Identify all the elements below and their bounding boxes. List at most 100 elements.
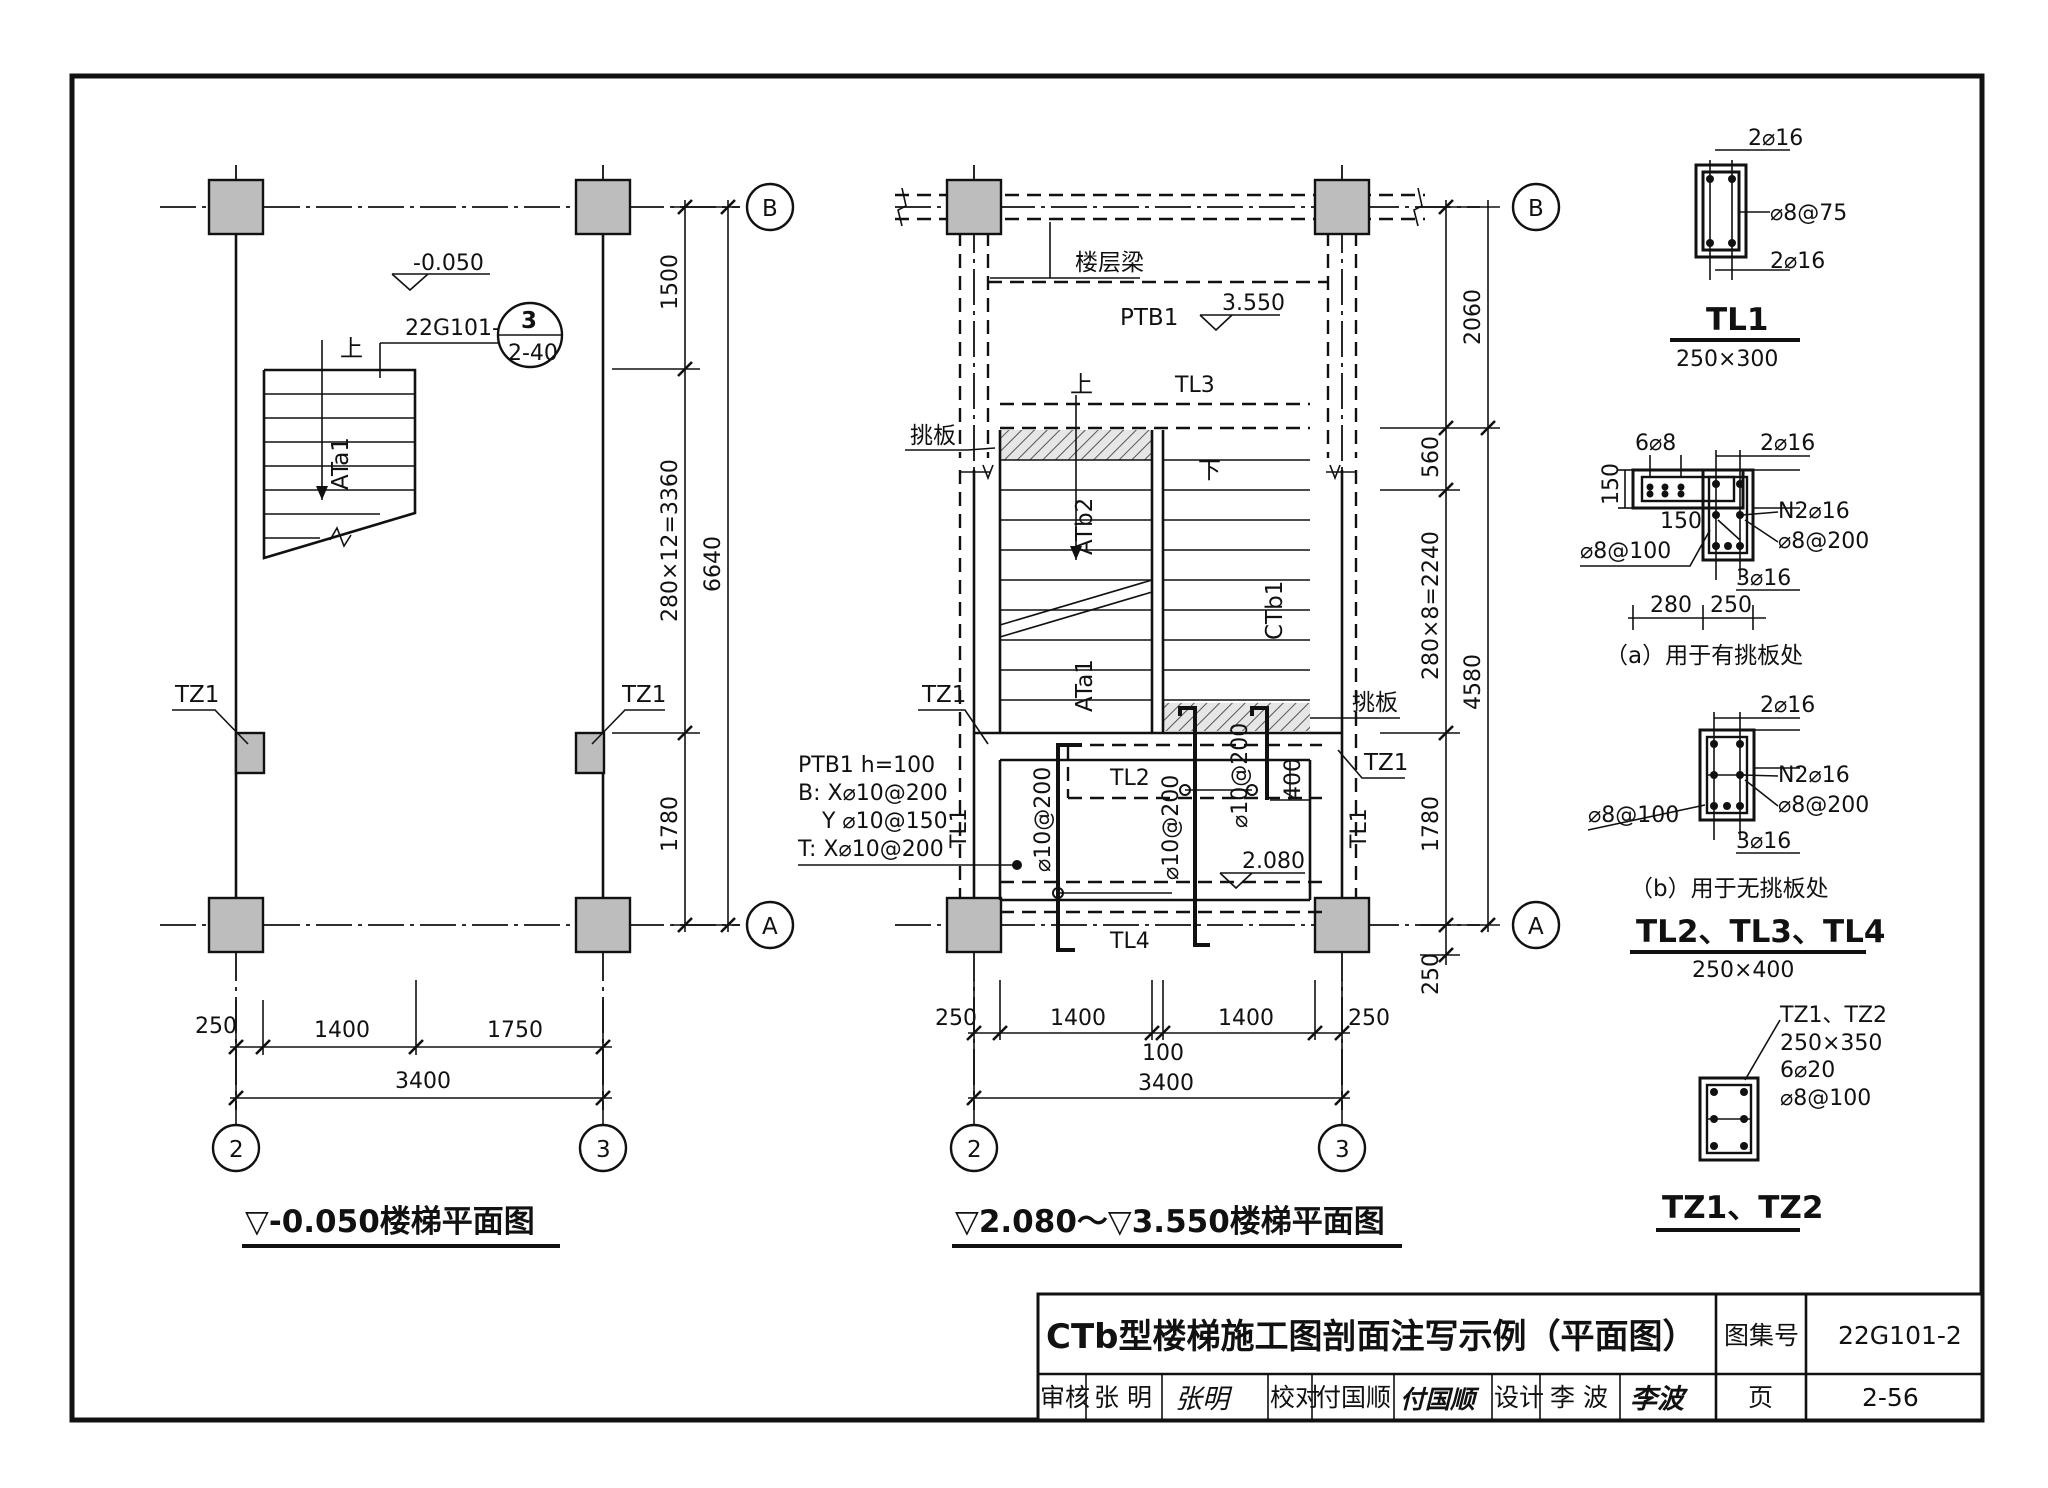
tl1-size: 250×300 [1676, 347, 1778, 372]
sec-b-bot: 3⌀16 [1736, 829, 1791, 854]
dim-1400: 1400 [1050, 1006, 1106, 1031]
dim-400: 400 [1281, 758, 1306, 800]
column [574, 896, 632, 954]
dim-250: 250 [195, 1014, 237, 1039]
section-b: 2⌀16 N2⌀16 ⌀8@200 ⌀8@100 3⌀16 （b）用于无挑板处 … [1587, 693, 1885, 983]
ptb-note-line: B: X⌀10@200 [798, 781, 948, 806]
sec-a-caption: （a）用于有挑板处 [1605, 643, 1803, 669]
flight-left [998, 395, 1154, 733]
ptb-note-line: T: X⌀10@200 [797, 837, 944, 862]
elevation-mid: 2.080 [1242, 849, 1305, 874]
rebar-label: ⌀10@200 [1159, 775, 1184, 880]
sec-a-n: N2⌀16 [1778, 499, 1850, 524]
dim-1780: 1780 [658, 796, 683, 852]
tl4-label: TL4 [1109, 929, 1150, 954]
check-label: 校对 [1270, 1383, 1320, 1412]
tl3-label: TL3 [1174, 373, 1215, 398]
dim-3400: 3400 [395, 1069, 451, 1094]
dim-560: 560 [1419, 436, 1444, 478]
down-label: 下 [1198, 458, 1221, 484]
tl1-stir: ⌀8@75 [1770, 201, 1847, 226]
title-block-title: CTb型楼梯施工图剖面注写示例（平面图） [1046, 1317, 1696, 1357]
column [207, 896, 265, 954]
column [207, 178, 265, 236]
dim-250: 250 [1348, 1006, 1390, 1031]
ref-label: 22G101-2 [405, 316, 514, 341]
page-no: 2-56 [1862, 1383, 1919, 1412]
section-a: 6⌀8 2⌀16 150 150 N2⌀16 ⌀8@200 ⌀8@100 3⌀1… [1580, 431, 1869, 669]
tl1-bot: 2⌀16 [1770, 249, 1825, 274]
sec-b-left: ⌀8@100 [1588, 803, 1679, 828]
title-block: CTb型楼梯施工图剖面注写示例（平面图） 图集号 22G101-2 审核 张 明… [1036, 1292, 1984, 1422]
dim-6640: 6640 [701, 536, 726, 592]
ptb-note: PTB1 h=100 B: X⌀10@200 Y ⌀10@150 T: X⌀10… [797, 753, 1017, 866]
page-label: 页 [1748, 1383, 1773, 1412]
ctb1-label: CTb1 [1262, 581, 1288, 640]
up-label: 上 [340, 336, 363, 362]
tiaoban-right: 挑板 [1352, 690, 1398, 716]
dim-100: 100 [1142, 1041, 1184, 1066]
axis-a: A [1528, 914, 1544, 940]
dim-1400: 1400 [1218, 1006, 1274, 1031]
column [1313, 896, 1371, 954]
sec-b-caption: （b）用于无挑板处 [1630, 876, 1829, 902]
ptb-note-line: PTB1 h=100 [798, 753, 935, 778]
axis-b: B [762, 196, 778, 222]
column [945, 896, 1003, 954]
rebar-hooks [1056, 706, 1269, 952]
axis-b: B [1528, 196, 1544, 222]
flight-right [1161, 430, 1310, 733]
flight-ata1 [262, 340, 417, 560]
column [945, 178, 1003, 236]
dim-2060: 2060 [1461, 289, 1486, 345]
tz-label1: TZ1、TZ2 [1779, 1003, 1887, 1028]
checker: 付国顺 [1316, 1383, 1391, 1412]
axis-3: 3 [596, 1137, 611, 1163]
plan-2: 400 楼层梁 PTB1 3.550 上 TL3 下 挑板 挑板 ATb2 CT… [797, 165, 1561, 1248]
ref-page: 2-40 [508, 341, 558, 366]
tz-label4: ⌀8@100 [1780, 1086, 1871, 1111]
axis-2: 2 [967, 1137, 982, 1163]
dim-250: 250 [1419, 953, 1444, 995]
ptb-note-line: Y ⌀10@150 [821, 809, 948, 834]
atlas-label: 图集号 [1724, 1321, 1799, 1350]
plan-title: ▽-0.050楼梯平面图 [245, 1204, 535, 1240]
column [1313, 178, 1371, 236]
tiaoban-left: 挑板 [910, 423, 956, 449]
sec-a-stir: ⌀8@200 [1778, 529, 1869, 554]
sec-a-slab-stir: ⌀8@100 [1580, 539, 1671, 564]
atlas-no: 22G101-2 [1838, 1321, 1962, 1350]
tz-label3: 6⌀20 [1780, 1058, 1835, 1083]
dim-3400: 3400 [1138, 1071, 1194, 1096]
sec-b-top: 2⌀16 [1760, 693, 1815, 718]
checker-signature: 付国顺 [1400, 1385, 1480, 1414]
review-label: 审核 [1040, 1383, 1090, 1412]
designer-signature: 李波 [1630, 1384, 1689, 1415]
tl1-top: 2⌀16 [1748, 126, 1803, 151]
dim-1750: 1750 [487, 1018, 543, 1043]
sec-a-top: 2⌀16 [1760, 431, 1815, 456]
dim-1780: 1780 [1419, 796, 1444, 852]
tz-label2: 250×350 [1780, 1031, 1882, 1056]
tz-label: TZ1 [174, 682, 219, 708]
sec-b-size: 250×400 [1692, 958, 1794, 983]
tz-label: TZ1 [1363, 750, 1408, 776]
rebar-label: ⌀10@200 [1228, 723, 1253, 828]
sec-a-h150: 150 [1599, 463, 1624, 505]
plan-title: ▽2.080～▽3.550楼梯平面图 [955, 1204, 1385, 1240]
ptb1-label: PTB1 [1120, 305, 1178, 331]
sec-b-name: TL2、TL3、TL4 [1636, 914, 1885, 950]
plan-1: 上 ATa1 -0.050 22G101-2 3 2-40 TZ1 TZ1 [160, 165, 795, 1248]
ref-num: 3 [521, 308, 537, 334]
dim-run: 280×12=3360 [658, 459, 683, 622]
up-label: 上 [1070, 372, 1093, 398]
axis-3: 3 [1335, 1137, 1350, 1163]
sec-b-n: N2⌀16 [1778, 763, 1850, 788]
tz-column [574, 731, 606, 775]
tl1-right: TL1 [1347, 808, 1372, 849]
sec-a-d250: 250 [1710, 593, 1752, 618]
elevation-top: 3.550 [1222, 291, 1285, 316]
sheet-border [69, 73, 1985, 1423]
sec-a-w150: 150 [1660, 509, 1702, 534]
